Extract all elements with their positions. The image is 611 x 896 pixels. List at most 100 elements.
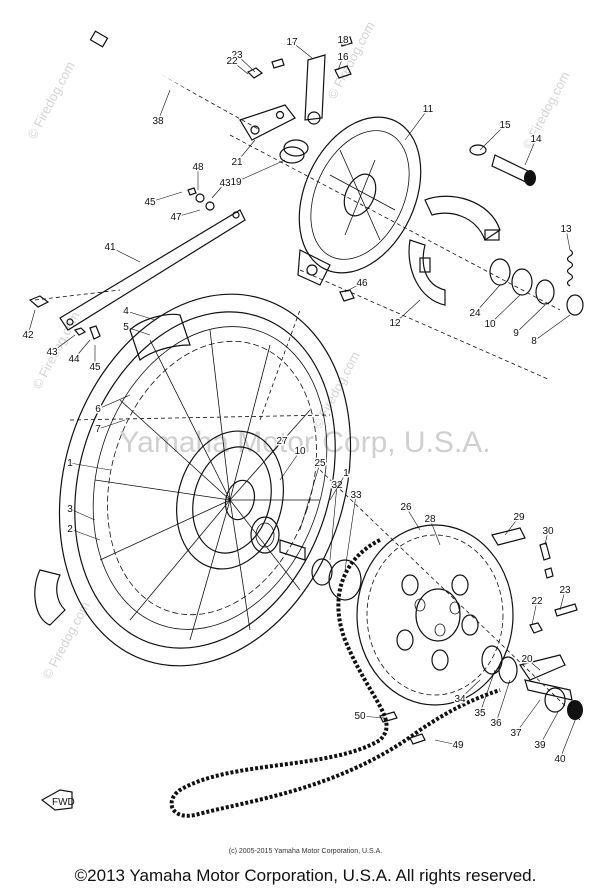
callout-leader (299, 462, 321, 531)
callout-leader (504, 516, 520, 536)
callout-leader (479, 124, 506, 151)
svg-text:39: 39 (534, 740, 546, 751)
callout-leader (236, 54, 256, 73)
part-callout-43: 43 (219, 178, 231, 189)
svg-text:5: 5 (123, 322, 129, 333)
svg-text:43: 43 (46, 347, 58, 358)
part-callout-40: 40 (554, 754, 566, 765)
part-callout-38: 38 (152, 116, 164, 127)
callout-leader (109, 246, 141, 263)
svg-text:15: 15 (499, 120, 511, 131)
watermark-top-mid: © Firedog.com (324, 19, 377, 101)
callout-leader (211, 182, 226, 199)
callout-leader (531, 600, 538, 626)
hub-seals (250, 516, 362, 601)
part-callout-22: 22 (531, 596, 543, 607)
part-callout-29: 29 (513, 512, 525, 523)
callout-leader (565, 228, 571, 251)
part-callout-39: 39 (534, 740, 546, 751)
callout-leader (69, 528, 101, 541)
callout-leader (524, 138, 537, 166)
svg-text:34: 34 (454, 694, 466, 705)
callout-leader (73, 339, 91, 360)
part-callout-24: 24 (469, 308, 481, 319)
svg-text:22: 22 (226, 56, 238, 67)
watermark-mid: © Firedog.com (309, 349, 362, 431)
svg-text:10: 10 (294, 446, 306, 457)
part-callout-33: 33 (350, 490, 362, 501)
part-callout-6: 6 (95, 404, 101, 415)
part-callout-48: 48 (192, 162, 204, 173)
callout-leader (125, 310, 156, 321)
svg-text:24: 24 (469, 308, 481, 319)
callout-leader (394, 299, 421, 324)
svg-text:25: 25 (314, 458, 326, 469)
svg-text:14: 14 (530, 134, 542, 145)
part-callout-28: 28 (424, 514, 436, 525)
svg-text:38: 38 (152, 116, 164, 127)
part-callout-15: 15 (499, 120, 511, 131)
part-callout-26: 26 (400, 502, 412, 513)
part-callout-12: 12 (389, 318, 401, 329)
callout-leader (235, 159, 286, 183)
svg-text:19: 19 (230, 177, 242, 188)
brake-plate (297, 116, 422, 286)
callout-leader (236, 139, 256, 163)
callout-leader (125, 326, 151, 336)
svg-text:6: 6 (95, 404, 101, 415)
callout-leader (279, 450, 301, 481)
callout-leader (359, 715, 386, 719)
part-callout-10: 10 (294, 446, 306, 457)
callout-leader (474, 284, 501, 314)
svg-text:1: 1 (67, 458, 73, 469)
callout-leader (515, 304, 546, 334)
callout-leader (264, 440, 283, 461)
copyright-footer: ©2013 Yamaha Motor Corporation, U.S.A. A… (74, 866, 537, 885)
svg-text:49: 49 (452, 740, 464, 751)
svg-text:26: 26 (400, 502, 412, 513)
callout-leader (231, 60, 249, 75)
svg-text:12: 12 (389, 318, 401, 329)
callout-leader (329, 472, 347, 501)
callout-leader (27, 309, 36, 336)
part-callout-11: 11 (423, 104, 434, 115)
callout-leader (97, 419, 126, 430)
image-credit: (c) 2005-2015 Yamaha Motor Corporation, … (228, 848, 383, 855)
callout-leader (97, 394, 131, 410)
svg-text:35: 35 (474, 708, 486, 719)
svg-text:43: 43 (219, 178, 231, 189)
svg-text:41: 41 (104, 242, 116, 253)
svg-text:11: 11 (423, 104, 434, 115)
brake-camshaft (469, 144, 536, 186)
callout-leader (495, 679, 511, 724)
callout-leader (539, 711, 559, 746)
callout-leader (339, 39, 344, 43)
svg-text:27: 27 (276, 436, 288, 447)
svg-text:44: 44 (68, 354, 80, 365)
svg-text:46: 46 (356, 278, 368, 289)
callout-leader (157, 89, 171, 122)
part-callout-1: 1 (343, 468, 349, 479)
part-callout-44: 44 (68, 354, 80, 365)
callout-leader (459, 679, 481, 700)
svg-text:2: 2 (67, 524, 73, 535)
part-callout-49: 49 (452, 740, 464, 751)
part-callout-3: 3 (67, 504, 73, 515)
part-callout-13: 13 (560, 224, 572, 235)
front-marker-label: FWD (52, 797, 75, 808)
svg-text:29: 29 (513, 512, 525, 523)
callout-leader (533, 314, 571, 342)
part-callout-41: 41 (104, 242, 116, 253)
part-callout-14: 14 (530, 134, 542, 145)
svg-text:36: 36 (490, 718, 502, 729)
svg-text:42: 42 (22, 330, 34, 341)
svg-text:21: 21 (231, 157, 243, 168)
part-callout-23: 23 (231, 50, 243, 61)
svg-text:23: 23 (231, 50, 243, 61)
svg-text:40: 40 (554, 754, 566, 765)
svg-text:16: 16 (337, 52, 349, 63)
svg-text:8: 8 (531, 336, 537, 347)
svg-text:45: 45 (89, 362, 101, 373)
